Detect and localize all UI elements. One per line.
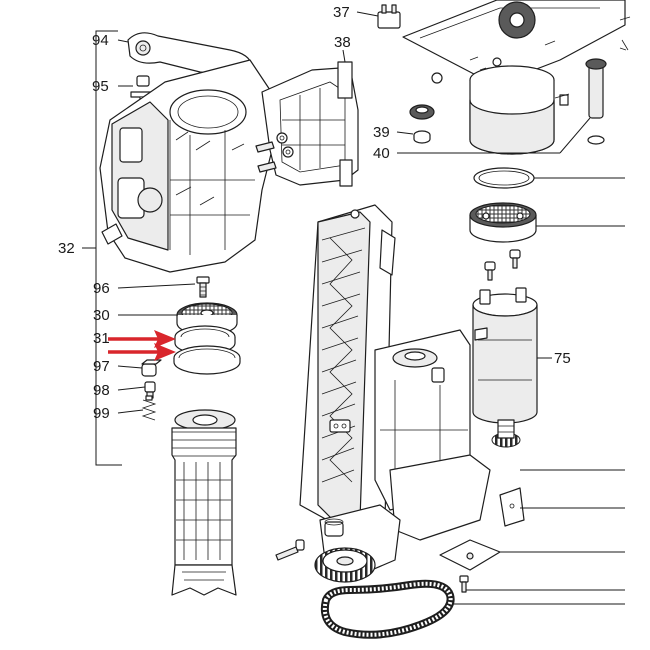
label-31: 31 <box>93 330 110 347</box>
label-75: 75 <box>554 350 571 367</box>
label-97: 97 <box>93 358 110 375</box>
label-96: 96 <box>93 280 110 297</box>
part-97-seal <box>173 345 241 375</box>
callout-labels: 94 95 32 96 30 31 97 98 99 37 38 39 40 7… <box>58 4 571 422</box>
part-brew-cylinder <box>171 409 237 596</box>
part-40-motor <box>469 65 569 155</box>
part-38-frame <box>255 61 359 187</box>
label-40: 40 <box>373 145 390 162</box>
part-32-brew-unit <box>99 59 273 273</box>
part-39-gear <box>409 104 435 144</box>
part-sensor-plate <box>439 539 501 571</box>
part-97-pin <box>141 359 162 377</box>
arrow-head-31 <box>154 330 176 348</box>
part-drive-belt <box>320 579 455 639</box>
part-96-screw <box>196 276 210 298</box>
red-arrows <box>108 330 176 361</box>
label-98: 98 <box>93 382 110 399</box>
part-main-frame <box>299 204 396 539</box>
part-37-connector <box>377 4 401 29</box>
part-99-spring <box>141 395 157 421</box>
label-38: 38 <box>334 34 351 51</box>
part-shaft-bushing <box>324 518 344 537</box>
part-gear-wheel <box>314 547 376 583</box>
part-30-filter-disc <box>176 302 238 336</box>
part-screw-lower <box>275 539 305 561</box>
label-32: 32 <box>58 240 75 257</box>
leader-lines <box>117 11 625 605</box>
arrow-head-97 <box>154 343 176 361</box>
label-39: 39 <box>373 124 390 141</box>
part-94-lever <box>127 32 253 79</box>
part-screw-right <box>459 575 469 593</box>
part-75-motor <box>472 287 538 448</box>
bracket-32 <box>82 30 122 466</box>
part-bracket-small <box>499 487 525 527</box>
label-30: 30 <box>93 307 110 324</box>
part-small-hardware <box>431 16 631 99</box>
part-grinder-burr <box>469 202 537 243</box>
label-37: 37 <box>333 4 350 21</box>
part-spindle <box>585 58 607 145</box>
part-motor-seal <box>473 167 535 189</box>
part-burr-screws <box>484 249 521 281</box>
label-95: 95 <box>92 78 109 95</box>
label-94: 94 <box>92 32 109 49</box>
label-99: 99 <box>93 405 110 422</box>
